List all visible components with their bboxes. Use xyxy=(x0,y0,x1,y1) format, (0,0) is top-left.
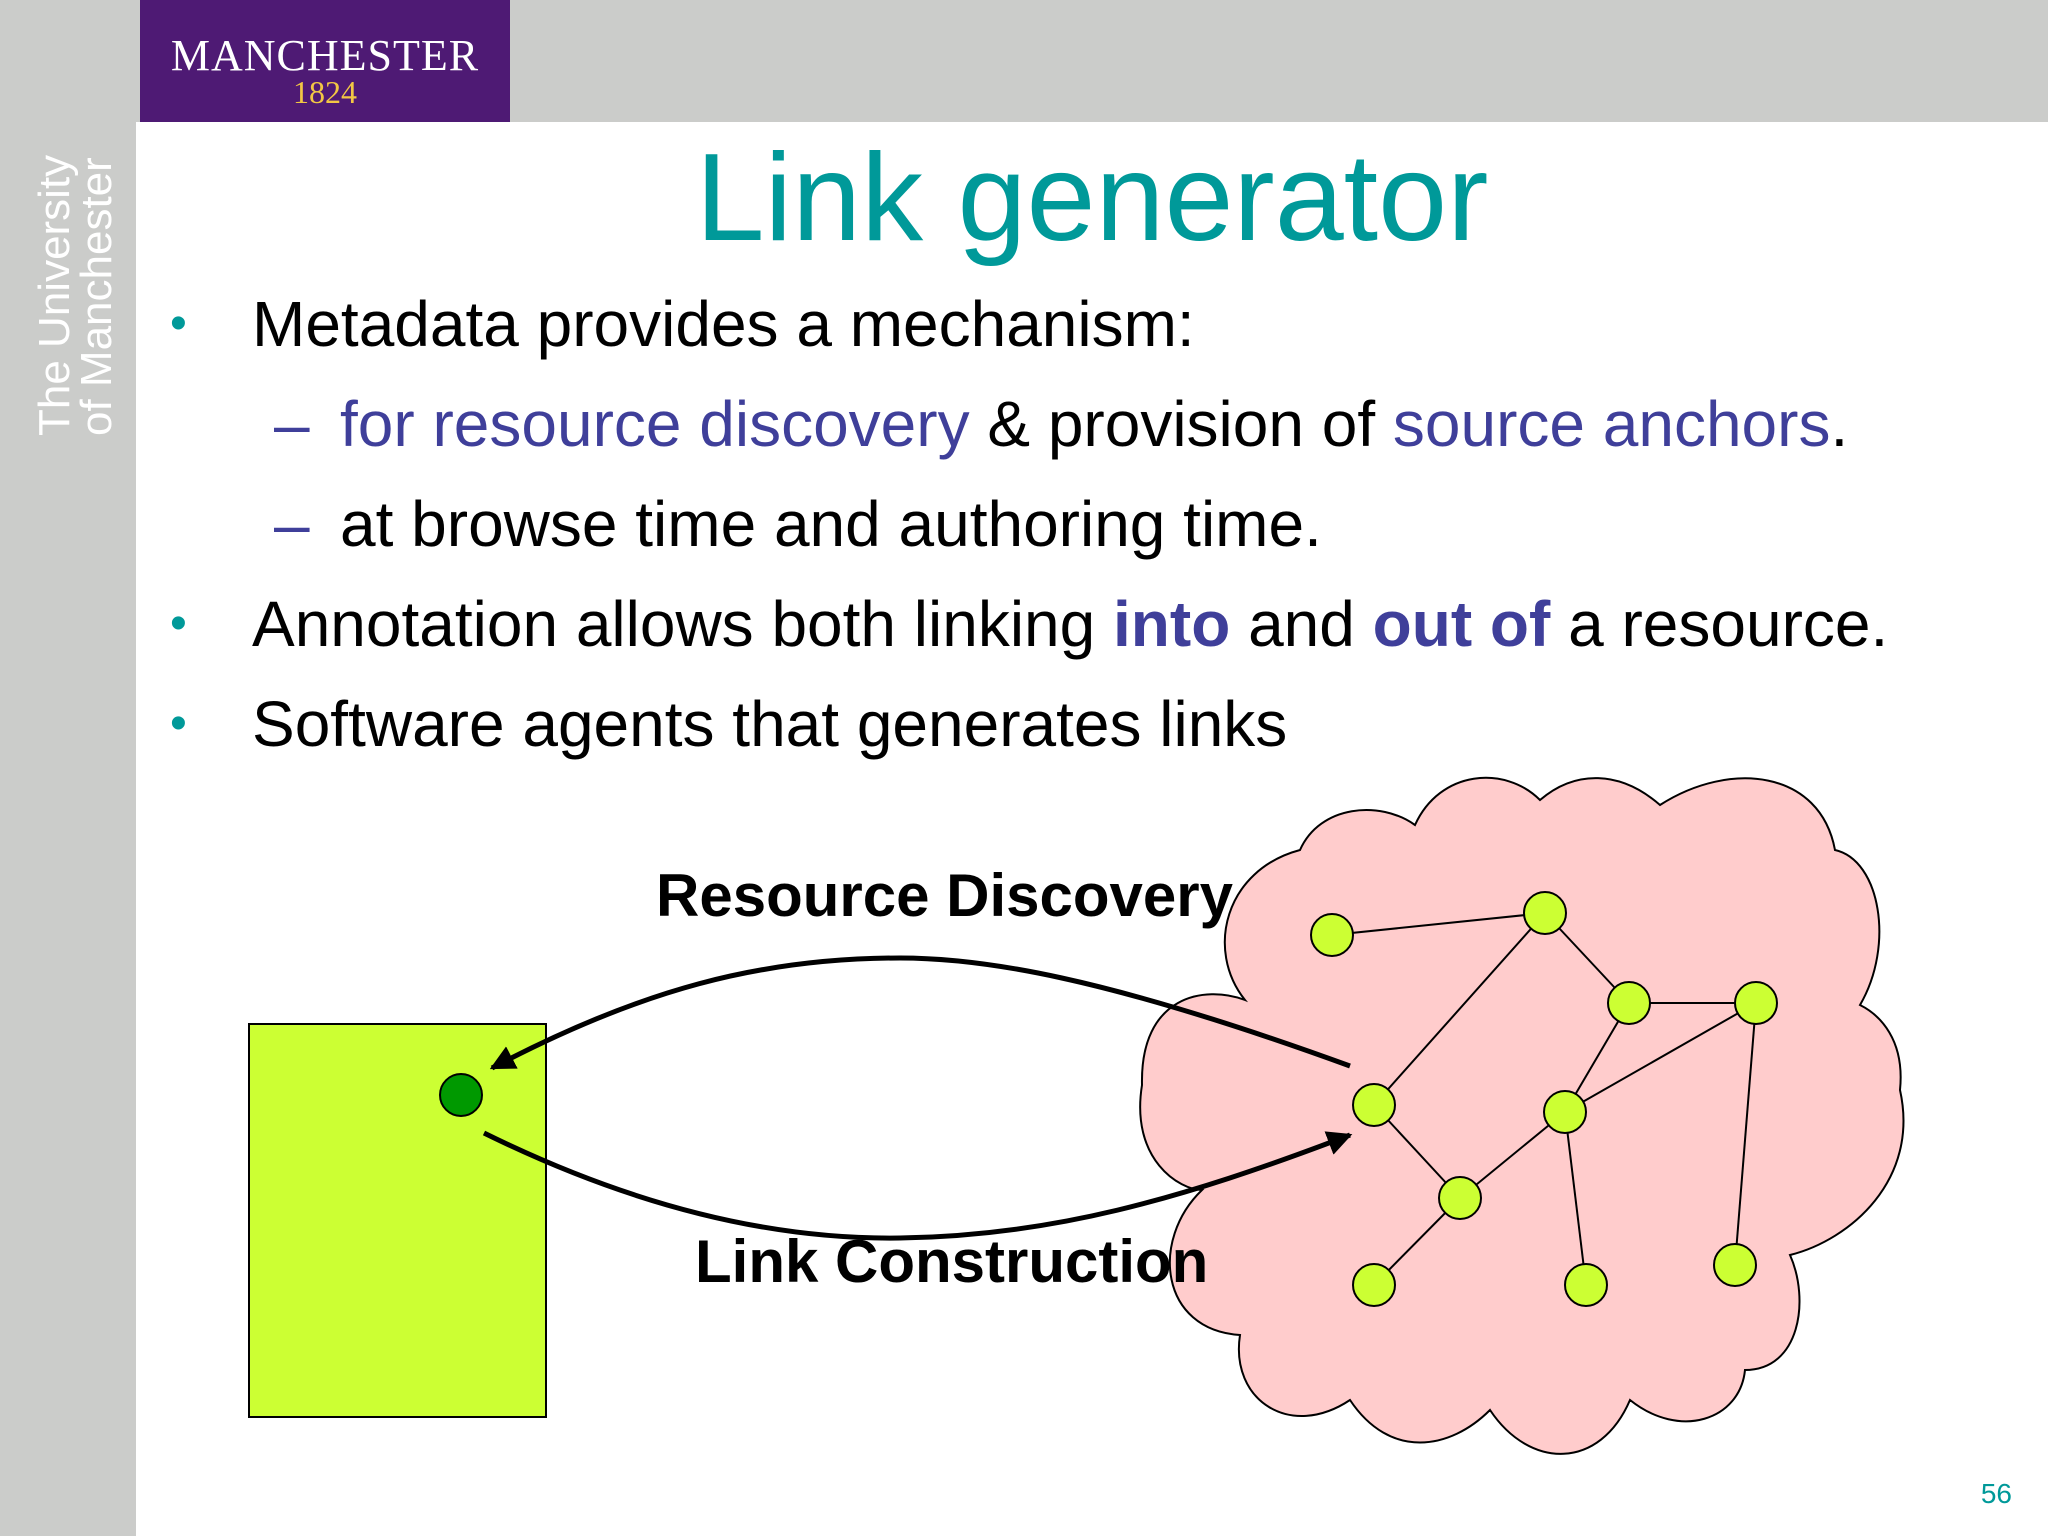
network-nodes xyxy=(1310,891,1778,1307)
bullet-icon: • xyxy=(170,697,187,750)
logo-name: MANCHESTER xyxy=(170,31,480,80)
network-edge xyxy=(1564,1111,1587,1286)
resource-node xyxy=(1607,981,1651,1025)
network-edge xyxy=(1564,1002,1757,1113)
bullet-item: • Software agents that generates links xyxy=(170,688,1288,760)
sub-bullet-item: – at browse time and authoring time. xyxy=(274,488,1322,560)
manchester-logo: MANCHESTER 1824 xyxy=(140,0,510,122)
resource-cloud xyxy=(1139,776,1905,1455)
network-edge xyxy=(1331,912,1546,936)
bullet-list: • Metadata provides a mechanism: – for r… xyxy=(170,286,2030,786)
resource-node xyxy=(1734,981,1778,1025)
bullet-item: • Annotation allows both linking into an… xyxy=(170,588,1889,660)
link-construction-label: Link Construction xyxy=(695,1228,1208,1295)
resource-node xyxy=(1352,1083,1396,1127)
page-number: 56 xyxy=(1980,1478,2012,1509)
dash-icon: – xyxy=(274,388,310,460)
resource-discovery-arrow xyxy=(489,955,1351,1071)
dash-icon: – xyxy=(274,488,310,560)
resource-node xyxy=(1352,1263,1396,1307)
slide-title: Link generator xyxy=(695,129,1489,267)
resource-discovery-label: Resource Discovery xyxy=(656,862,1234,929)
cloud-shape xyxy=(1139,776,1905,1455)
network-edge xyxy=(1459,1111,1566,1199)
left-sidebar: The University of Manchester xyxy=(0,0,136,1536)
node-network xyxy=(1310,891,1778,1307)
resource-node xyxy=(1438,1176,1482,1220)
resource-node xyxy=(1543,1090,1587,1134)
network-edge xyxy=(1734,1002,1757,1266)
logo-year: 1824 xyxy=(293,74,357,110)
resource-node xyxy=(1523,891,1567,935)
source-anchor xyxy=(439,1073,483,1117)
sub-bullet-item: – for resource discovery & provision of … xyxy=(274,388,1849,460)
bullet-icon: • xyxy=(170,597,187,650)
resource-node xyxy=(1713,1243,1757,1287)
resource-node xyxy=(1564,1263,1608,1307)
bullet-icon: • xyxy=(170,297,187,350)
link-construction-arrow xyxy=(482,1130,1353,1241)
bullet-item: • Metadata provides a mechanism: xyxy=(170,288,1195,360)
resource-node xyxy=(1310,913,1354,957)
source-document xyxy=(248,1023,547,1418)
network-edge xyxy=(1373,912,1546,1106)
